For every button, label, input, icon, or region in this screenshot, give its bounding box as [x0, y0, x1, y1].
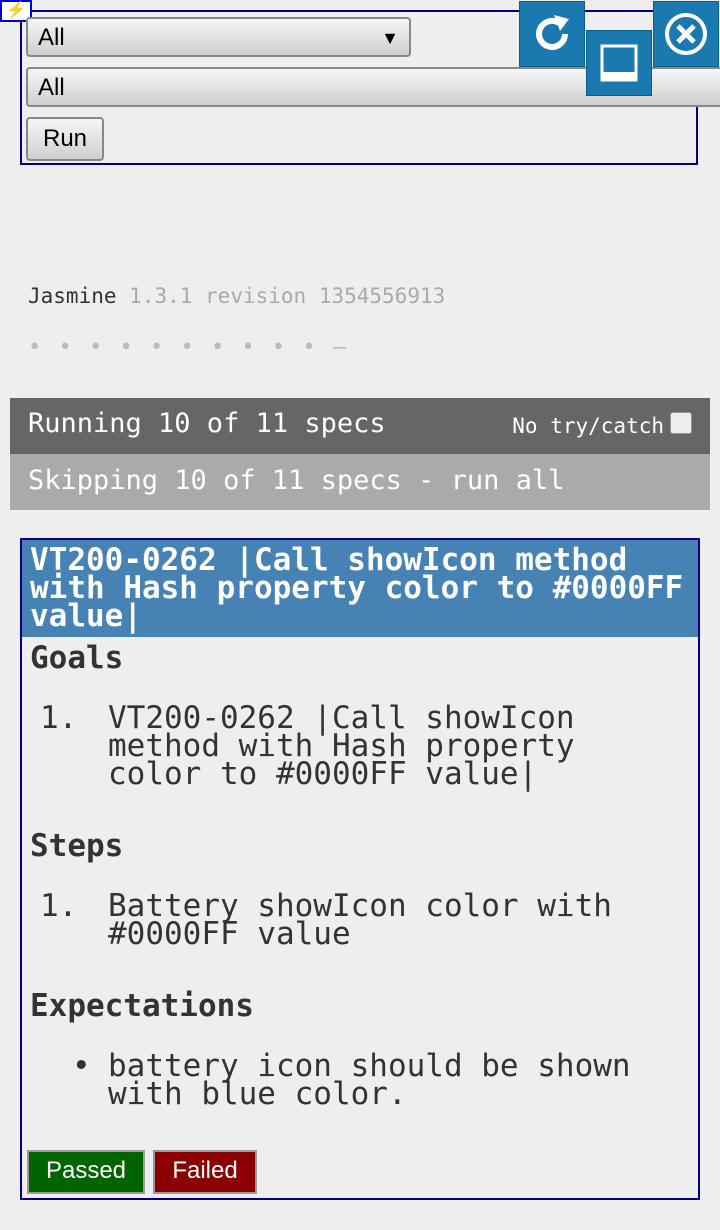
jasmine-banner: Jasmine 1.3.1 revision 1354556913 — [28, 284, 445, 308]
failed-button[interactable]: Failed — [153, 1150, 257, 1194]
passed-button[interactable]: Passed — [27, 1150, 145, 1194]
refresh-icon — [536, 15, 569, 50]
goal-text: VT200-0262 |Call showIcon method with Ha… — [108, 700, 575, 792]
jasmine-name: Jasmine — [28, 284, 117, 308]
skipping-text[interactable]: Skipping 10 of 11 specs - run all — [28, 465, 565, 496]
progress-dots: • • • • • • • • • • – — [28, 335, 349, 360]
run-button[interactable]: Run — [26, 117, 104, 161]
goal-number: 1. — [40, 700, 78, 736]
suite-select-value: All — [38, 24, 65, 51]
close-button[interactable] — [653, 1, 719, 67]
running-alert: Running 10 of 11 specs No try/catch — [10, 398, 710, 454]
spec-title: VT200-0262 |Call showIcon method with Ha… — [22, 540, 698, 637]
filter-select-value: All — [38, 74, 65, 101]
expectations-heading: Expectations — [30, 988, 254, 1024]
minimize-icon — [600, 44, 638, 82]
running-text: Running 10 of 11 specs — [28, 408, 386, 439]
refresh-button[interactable] — [519, 1, 585, 67]
link-icon[interactable]: ⚡ — [0, 0, 32, 22]
step-number: 1. — [40, 888, 78, 924]
steps-heading: Steps — [30, 828, 124, 864]
step-text: Battery showIcon color with #0000FF valu… — [108, 888, 612, 952]
spec-panel: VT200-0262 |Call showIcon method with Ha… — [20, 538, 700, 1200]
close-icon — [665, 13, 707, 55]
expectation-bullet: • — [72, 1048, 91, 1084]
suite-select[interactable]: All ▼ — [26, 17, 411, 57]
expectation-text: battery icon should be shown with blue c… — [108, 1048, 631, 1112]
chevron-down-icon: ▼ — [381, 28, 399, 48]
minimize-button[interactable] — [586, 30, 652, 96]
skipping-alert[interactable]: Skipping 10 of 11 specs - run all — [10, 454, 710, 510]
no-try-catch-label: No try/catch — [512, 414, 664, 438]
no-try-catch[interactable]: No try/catch — [512, 412, 692, 440]
jasmine-version: 1.3.1 revision 1354556913 — [129, 284, 446, 308]
no-try-catch-checkbox[interactable] — [670, 412, 692, 434]
goals-heading: Goals — [30, 640, 124, 676]
